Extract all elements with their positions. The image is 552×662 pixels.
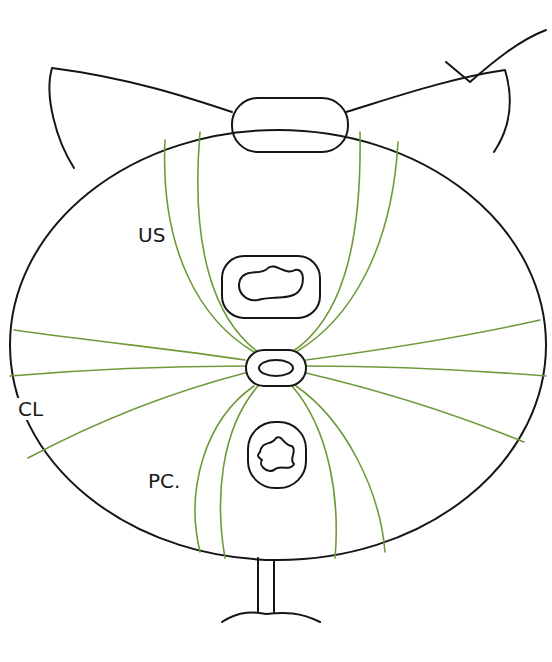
cervical-os (259, 360, 293, 376)
sacrum-wing (346, 70, 510, 152)
rectum-lumen (239, 266, 303, 300)
urethra-base (222, 612, 320, 622)
cervix (246, 350, 306, 386)
urethra-line (273, 560, 275, 612)
bladder (248, 422, 306, 488)
check-mark (446, 30, 546, 82)
structure-label: US (136, 224, 167, 246)
pelvic-outline (10, 130, 546, 560)
bladder-lumen (258, 437, 294, 471)
urethra-line (257, 558, 259, 612)
sacrum-wing (49, 68, 232, 168)
ligament-lines (10, 132, 546, 558)
structure-label: CL (16, 398, 45, 420)
sacrum-body (232, 98, 348, 152)
structure-label: PC. (146, 470, 182, 492)
rectum (222, 256, 320, 318)
